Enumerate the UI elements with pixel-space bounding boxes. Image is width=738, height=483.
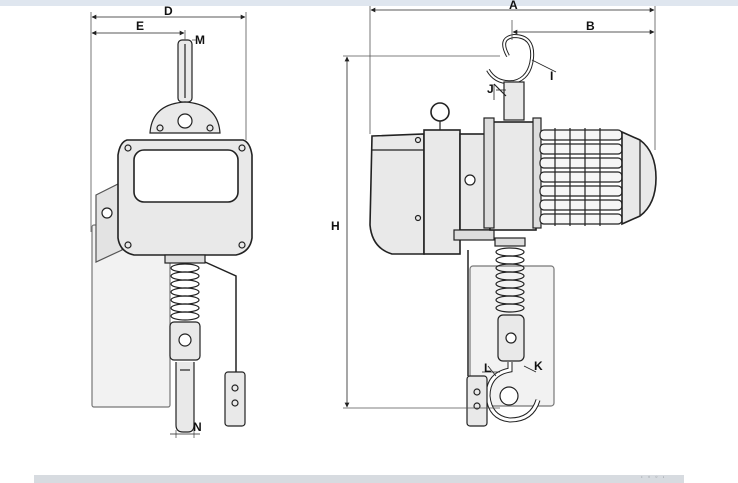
fan-cover <box>621 130 657 226</box>
side-dimensions <box>343 6 656 409</box>
gear-housing <box>369 133 425 255</box>
dimension-labels: D E M N A B H I J K L <box>136 0 595 434</box>
front-dimensions <box>90 12 247 438</box>
side-chain <box>494 237 526 313</box>
label-j: J <box>487 82 494 96</box>
front-chain <box>170 263 200 321</box>
footer-text: · ◦ ◦ · <box>640 474 666 481</box>
side-view <box>369 33 657 427</box>
label-a: A <box>509 0 518 12</box>
label-n: N <box>193 420 202 434</box>
front-view <box>91 39 253 433</box>
label-b: B <box>586 19 595 33</box>
footer-strip <box>34 475 684 483</box>
top-border <box>0 0 738 6</box>
label-h: H <box>331 219 340 233</box>
side-pendant <box>466 375 488 427</box>
front-pendant <box>224 371 246 427</box>
label-i: I <box>550 69 553 83</box>
label-e: E <box>136 19 144 33</box>
motor-fins <box>539 128 623 226</box>
label-d: D <box>164 4 173 18</box>
label-k: K <box>534 359 543 373</box>
label-l: L <box>484 361 491 375</box>
label-m: M <box>195 33 205 47</box>
